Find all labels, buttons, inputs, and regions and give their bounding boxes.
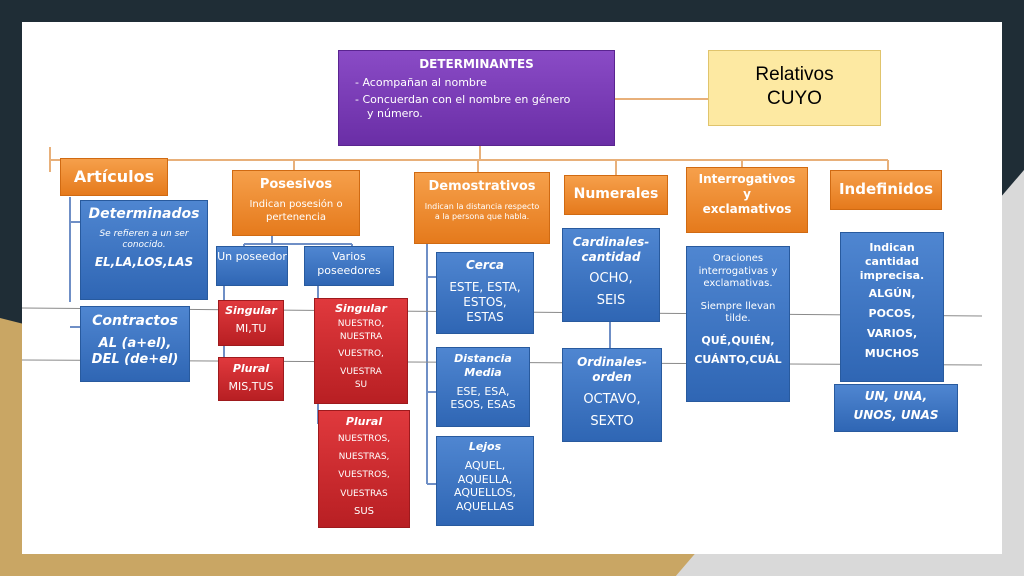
- contractos-line-1: AL (a+el),: [98, 335, 172, 351]
- indefinidos-item: MUCHOS: [864, 346, 920, 360]
- determinados-desc: Se refieren a un ser conocido.: [99, 228, 189, 250]
- interrogativos-desc-box: Oraciones interrogativas y exclamativas.…: [686, 246, 790, 402]
- lejos-item: AQUELLOS,: [454, 486, 516, 500]
- plural-uno-items: MIS,TUS: [228, 379, 274, 393]
- un-poseedor-box: Un poseedor: [216, 246, 288, 286]
- lejos-box: Lejos AQUEL, AQUELLA, AQUELLOS, AQUELLAS: [436, 436, 534, 526]
- media-title-2: Media: [464, 365, 502, 379]
- determinados-box: Determinados Se refieren a un ser conoci…: [80, 200, 208, 300]
- lejos-item: AQUELLA,: [457, 472, 513, 486]
- determinados-items: EL,LA,LOS,LAS: [94, 255, 194, 269]
- posesivos-title: Posesivos: [259, 177, 333, 192]
- determinantes-line-3: y número.: [367, 106, 423, 120]
- indefinidos-item: VARIOS,: [866, 326, 918, 340]
- demostrativos-header: Demostrativos Indican la distancia respe…: [414, 172, 550, 244]
- ordinales-box: Ordinales- orden OCTAVO, SEXTO: [562, 348, 662, 442]
- varios-poseedores-box: Varios poseedores: [304, 246, 394, 286]
- plural-varios-item: SUS: [353, 505, 374, 517]
- singular-uno-box: Singular MI,TU: [218, 300, 284, 346]
- relativos-cuyo: CUYO: [767, 87, 822, 109]
- posesivos-desc: Indican posesión o pertenencia: [249, 199, 343, 223]
- media-item: ESE, ESA,: [456, 384, 510, 398]
- plural-varios-item: NUESTRAS,: [338, 452, 390, 462]
- cerca-item: ESTOS,: [463, 295, 507, 309]
- indefinidos-header: Indefinidos: [830, 170, 942, 210]
- indefinidos-title: Indefinidos: [838, 180, 934, 198]
- interrogativos-item: CUÁNTO,CUÁL: [694, 353, 782, 367]
- plural-varios-item: NUESTROS,: [337, 433, 391, 444]
- singular-uno-items: MI,TU: [235, 321, 267, 335]
- contractos-box: Contractos AL (a+el), DEL (de+el): [80, 306, 190, 382]
- determinados-title: Determinados: [88, 206, 200, 222]
- contractos-title: Contractos: [92, 313, 178, 329]
- cerca-item: ESTE, ESTA,: [449, 280, 521, 294]
- media-title-1: Distancia: [454, 352, 512, 365]
- determinantes-line-2: - Concuerdan con el nombre en género: [355, 92, 571, 106]
- singular-varios-item: NUESTRO,: [337, 318, 385, 329]
- interrogativos-item: QUÉ,QUIÉN,: [701, 333, 775, 347]
- ordinales-title-2: orden: [592, 370, 632, 384]
- indefinidos-desc-2: cantidad: [865, 254, 919, 268]
- distancia-media-box: Distancia Media ESE, ESA, ESOS, ESAS: [436, 347, 530, 427]
- cardinales-box: Cardinales- cantidad OCHO, SEIS: [562, 228, 660, 322]
- cerca-title: Cerca: [465, 258, 505, 272]
- plural-uno-title: Plural: [232, 362, 270, 375]
- articulos-title: Artículos: [73, 167, 155, 186]
- determinantes-box: DETERMINANTES - Acompañan al nombre - Co…: [338, 50, 615, 146]
- lejos-title: Lejos: [468, 440, 502, 453]
- ordinales-title-1: Ordinales-: [577, 355, 647, 369]
- singular-uno-title: Singular: [225, 304, 277, 317]
- lejos-item: AQUEL,: [464, 458, 506, 472]
- indefinidos-extra-box: UN, UNA, UNOS, UNAS: [834, 384, 958, 432]
- plural-varios-title: Plural: [345, 415, 383, 428]
- cardinales-title-1: Cardinales-: [572, 235, 650, 249]
- plural-varios-item: VUESTRAS: [340, 488, 388, 499]
- numerales-title: Numerales: [573, 186, 659, 202]
- indefinidos-item: POCOS,: [868, 307, 916, 320]
- indefinidos-extra: UN, UNA,: [864, 389, 928, 403]
- cardinales-item: SEIS: [596, 293, 626, 309]
- ordinales-item: SEXTO: [590, 414, 634, 430]
- indefinidos-desc-box: Indican cantidad imprecisa. ALGÚN, POCOS…: [840, 232, 944, 382]
- singular-varios-item: NUESTRA: [339, 332, 383, 342]
- interrogativos-desc-2: Siempre llevan tilde.: [700, 300, 776, 325]
- relativos-label: Relativos: [755, 64, 834, 85]
- contractos-line-2: DEL (de+el): [91, 351, 179, 367]
- singular-varios-box: Singular NUESTRO, NUESTRA VUESTRO, VUEST…: [314, 298, 408, 404]
- cerca-item: ESTAS: [466, 310, 504, 324]
- interrogativos-title-2: y: [743, 187, 751, 201]
- articulos-header: Artículos: [60, 158, 168, 196]
- singular-varios-item: SU: [354, 379, 368, 390]
- lejos-item: AQUELLAS: [455, 500, 514, 513]
- demostrativos-title: Demostrativos: [428, 179, 536, 194]
- un-poseedor-label: Un poseedor: [217, 250, 287, 263]
- plural-uno-box: Plural MIS,TUS: [218, 357, 284, 401]
- indefinidos-desc-3: imprecisa.: [859, 268, 925, 282]
- cerca-box: Cerca ESTE, ESTA, ESTOS, ESTAS: [436, 252, 534, 334]
- indefinidos-item: ALGÚN,: [868, 287, 916, 301]
- singular-varios-item: VUESTRO,: [338, 349, 384, 360]
- interrogativos-title-1: Interrogativos: [698, 172, 796, 186]
- demostrativos-desc: Indican la distancia respecto a la perso…: [424, 202, 540, 222]
- indefinidos-extra: UNOS, UNAS: [853, 408, 939, 422]
- varios-poseedores-label: Varios poseedores: [317, 250, 381, 277]
- singular-varios-item: VUESTRA: [340, 366, 382, 377]
- determinantes-title: DETERMINANTES: [419, 57, 534, 71]
- singular-varios-title: Singular: [335, 302, 387, 315]
- interrogativos-desc-1: Oraciones interrogativas y exclamativas.: [698, 253, 778, 289]
- indefinidos-desc-1: Indican: [869, 241, 915, 254]
- numerales-header: Numerales: [564, 175, 668, 215]
- relativos-box: Relativos CUYO: [708, 50, 881, 126]
- media-item: ESOS, ESAS: [450, 398, 516, 412]
- interrogativos-title-3: exclamativos: [702, 202, 792, 216]
- slide: DETERMINANTES - Acompañan al nombre - Co…: [22, 22, 1002, 554]
- ordinales-item: OCTAVO,: [583, 392, 641, 407]
- interrogativos-header: Interrogativos y exclamativos: [686, 167, 808, 233]
- cardinales-item: OCHO,: [589, 271, 633, 286]
- plural-varios-box: Plural NUESTROS, NUESTRAS, VUESTROS, VUE…: [318, 410, 410, 528]
- plural-varios-item: VUESTROS,: [338, 470, 390, 481]
- determinantes-line-1: - Acompañan al nombre: [355, 76, 487, 89]
- cardinales-title-2: cantidad: [581, 250, 641, 264]
- posesivos-header: Posesivos Indican posesión o pertenencia: [232, 170, 360, 236]
